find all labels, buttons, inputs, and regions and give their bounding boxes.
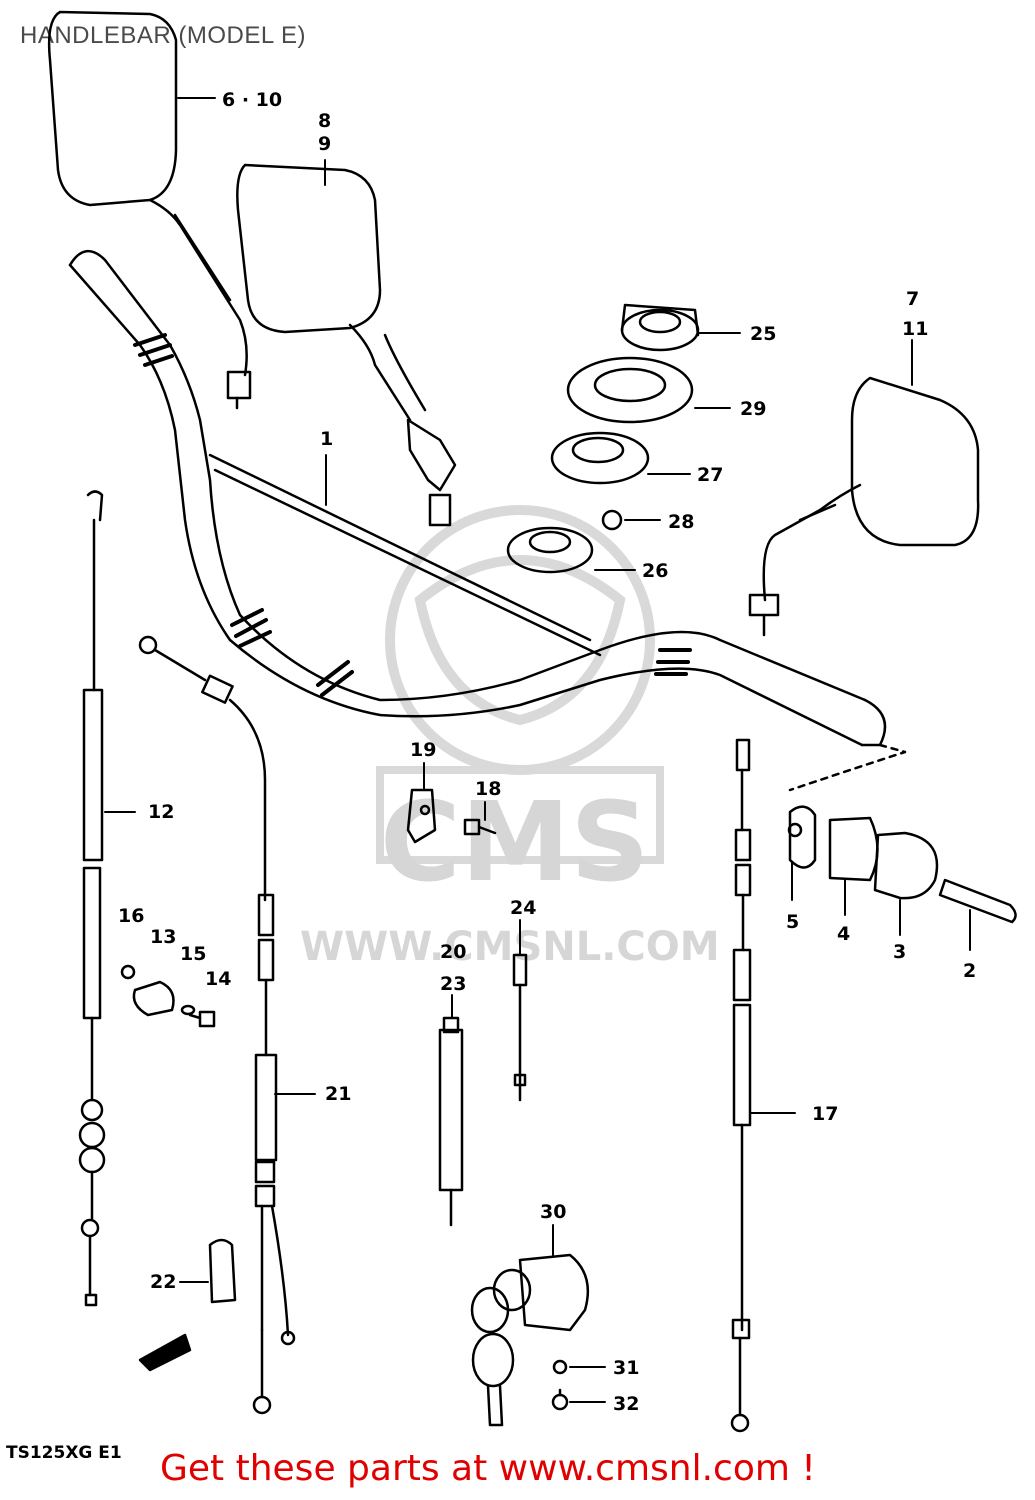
part-label-25: 25 xyxy=(750,323,776,345)
part-label-8: 8 xyxy=(318,110,331,132)
part-label-32: 32 xyxy=(613,1393,639,1415)
part-label-19: 19 xyxy=(410,739,436,761)
part-label-13: 13 xyxy=(150,926,176,948)
screw-18 xyxy=(463,818,497,836)
stem-nut-25 xyxy=(620,303,700,352)
cable-12 xyxy=(78,490,106,1307)
mirror-right xyxy=(748,376,980,637)
watermark-url: WWW.CMSNL.COM xyxy=(300,924,720,970)
part-label-4: 4 xyxy=(837,923,850,945)
part-label-16: 16 xyxy=(118,905,144,927)
grip-stack xyxy=(787,805,1017,924)
part-label-28: 28 xyxy=(668,511,694,533)
cable-21 xyxy=(138,635,296,1415)
mirror-left xyxy=(47,10,252,410)
part-label-15: 15 xyxy=(180,943,206,965)
watermark-brand: CMS xyxy=(380,778,649,906)
part-label-30: 30 xyxy=(540,1201,566,1223)
part-labels: 1 2 3 4 5 6 · 10 7 8 9 11 12 13 14 15 16… xyxy=(118,89,976,1415)
nut-16 xyxy=(120,964,136,980)
front-arrow-icon xyxy=(138,1333,192,1372)
handlebar-knurl-bands xyxy=(133,333,692,697)
part-label-17: 17 xyxy=(812,1103,838,1125)
boot-22 xyxy=(208,1238,237,1304)
cable-17 xyxy=(730,738,752,1433)
part-label-2: 2 xyxy=(963,960,976,982)
washer-15 xyxy=(180,1004,196,1016)
stem-cap-26 xyxy=(506,526,594,574)
screw-31 xyxy=(552,1359,568,1375)
part-label-23: 23 xyxy=(440,973,466,995)
stem-ball-28 xyxy=(601,509,623,531)
part-label-31: 31 xyxy=(613,1357,639,1379)
part-label-5: 5 xyxy=(786,911,799,933)
part-label-11: 11 xyxy=(902,318,928,340)
part-label-26: 26 xyxy=(642,560,668,582)
ignition-switch-30 xyxy=(470,1253,590,1427)
part-label-7: 7 xyxy=(906,288,919,310)
rod-24 xyxy=(512,953,528,1102)
part-label-21: 21 xyxy=(325,1083,351,1105)
tube-20-23 xyxy=(438,1016,464,1227)
bolt-14 xyxy=(188,1010,216,1028)
part-label-12: 12 xyxy=(148,801,174,823)
part-label-18: 18 xyxy=(475,778,501,800)
part-label-14: 14 xyxy=(205,968,231,990)
part-label-20: 20 xyxy=(440,941,466,963)
page-title: HANDLEBAR (MODEL E) xyxy=(20,22,306,49)
cmsnl-link[interactable]: Get these parts at www.cmsnl.com ! xyxy=(160,1448,816,1489)
leader-lines xyxy=(104,97,971,1403)
stem-cover-27 xyxy=(550,431,650,485)
model-code: TS125XG E1 xyxy=(6,1443,122,1463)
part-label-1: 1 xyxy=(320,428,333,450)
part-label-27: 27 xyxy=(697,464,723,486)
part-label-6-10: 6 · 10 xyxy=(222,89,282,111)
part-label-3: 3 xyxy=(893,941,906,963)
part-label-22: 22 xyxy=(150,1271,176,1293)
part-label-24: 24 xyxy=(510,897,536,919)
part-label-29: 29 xyxy=(740,398,766,420)
holder-19 xyxy=(406,788,437,844)
screw-32 xyxy=(551,1388,569,1411)
clamp-13 xyxy=(132,980,175,1017)
handlebar xyxy=(68,250,907,792)
part-label-9: 9 xyxy=(318,133,331,155)
stem-seal-29 xyxy=(566,356,694,424)
mirror-center xyxy=(236,163,457,527)
